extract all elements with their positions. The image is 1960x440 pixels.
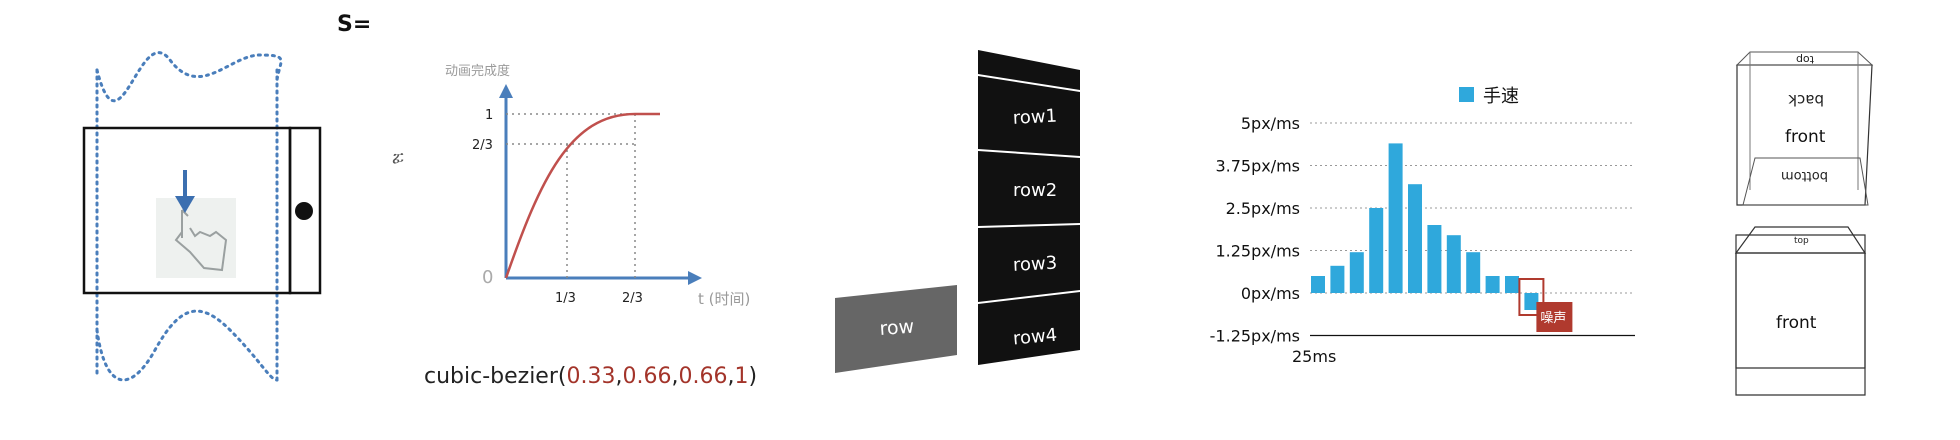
speed-bar (1311, 276, 1325, 293)
y-tick-label: 2.5px/ms (1226, 199, 1300, 218)
hand-speed-chart: 5px/ms 3.75px/ms 2.5px/ms 1.25px/ms 0px/ms -1… (1210, 86, 1635, 366)
face-bottom-label: bottom (1781, 168, 1828, 183)
chart-legend: 手速 (1459, 86, 1519, 107)
closed-cube: top front (1734, 226, 1867, 396)
single-row-plane (835, 285, 957, 373)
caption-value-3: 0.66 (678, 364, 728, 389)
svg-text:row1: row1 (1012, 106, 1057, 129)
speed-bar (1408, 184, 1422, 293)
caption-value-2: 0.66 (622, 364, 672, 389)
bezier-graph: 动画完成度 1 2/3 0 1/3 2/3 t (时间) (445, 63, 750, 308)
legend-label: 手速 (1483, 86, 1519, 107)
speed-bar (1388, 143, 1403, 293)
speed-bar (1524, 293, 1539, 310)
y-tick-0: 0 (482, 267, 493, 288)
caption-suffix: ) (748, 364, 758, 389)
speed-bar (1349, 252, 1364, 293)
swipe-down-arrow-icon (175, 170, 195, 213)
row-2-plane: row2 (978, 151, 1080, 226)
speed-bar (1485, 276, 1500, 293)
speed-bar (1427, 225, 1442, 293)
bezier-y-axis-label: 动画完成度 (445, 63, 510, 79)
caption-value-1: 0.33 (566, 364, 616, 389)
speed-bar (1369, 208, 1384, 293)
bezier-y-axis-arrow (499, 84, 513, 98)
noise-highlight-box (1518, 278, 1545, 316)
closed-front-label: front (1776, 313, 1817, 333)
single-row-label: row (879, 316, 915, 340)
scrollbar-frame (288, 126, 322, 295)
closed-top-label: top (1794, 236, 1809, 246)
row-3-plane: row3 (978, 225, 1080, 302)
bezier-caption: cubic-bezier(0.33,0.66,0.66,1) (424, 364, 758, 389)
noise-annotation: 噪声 (1518, 278, 1573, 332)
face-top-label: top (1796, 53, 1814, 66)
chart-bars (1311, 143, 1539, 310)
noise-tag-label: 噪声 (1540, 311, 1566, 326)
row-1-plane: row1 (978, 76, 1080, 156)
speed-bar (1330, 265, 1345, 293)
scroll-diagram (82, 51, 322, 382)
row-4-plane: row4 (978, 292, 1080, 365)
speed-bar (1505, 276, 1519, 293)
legend-swatch (1459, 87, 1474, 102)
s-equals-label: S= (337, 12, 372, 37)
speed-bar (1446, 235, 1461, 293)
y-tick-1: 1 (485, 108, 493, 123)
bezier-x-axis-arrow (688, 271, 702, 285)
y-tick-label: 5px/ms (1241, 114, 1300, 133)
rows-3d-diagram: row row1 row2 row3 row4 (835, 50, 1080, 373)
x-tick-2-3: 2/3 (622, 291, 643, 306)
caption-prefix: cubic-bezier( (424, 364, 567, 389)
y-tick-label: 3.75px/ms (1215, 157, 1300, 176)
scroll-content-bottom-wave (95, 309, 279, 382)
y-tick-label: -1.25px/ms (1210, 327, 1300, 346)
caption-value-4: 1 (734, 364, 749, 389)
noise-tag (1536, 302, 1573, 332)
open-cube: top back front bottom (1735, 51, 1874, 206)
svg-text:row2: row2 (1013, 180, 1057, 201)
rows-stack-top (978, 50, 1080, 90)
chart-y-ticks: 5px/ms 3.75px/ms 2.5px/ms 1.25px/ms 0px/ms -1… (1210, 114, 1300, 346)
scroll-content-outline (95, 51, 283, 103)
y-tick-label: 0px/ms (1241, 284, 1300, 303)
scrollbar-thumb-dot (295, 202, 313, 220)
face-back-label: back (1788, 91, 1824, 109)
stray-mark: ፚ (392, 150, 404, 167)
speed-bar (1466, 252, 1481, 293)
x-tick-1-3: 1/3 (555, 291, 576, 306)
bezier-curve (504, 112, 660, 279)
chart-grid (1310, 122, 1635, 337)
bezier-x-axis-label: t (时间) (698, 290, 750, 308)
swipe-hand-icon (156, 198, 236, 278)
svg-text:row3: row3 (1012, 253, 1057, 276)
face-front-label: front (1785, 127, 1826, 147)
y-tick-2-3: 2/3 (472, 138, 493, 153)
x-tick-25ms: 25ms (1292, 347, 1336, 366)
css-cube-diagram: top back front bottom top front (1734, 51, 1874, 396)
svg-text:row4: row4 (1012, 325, 1058, 350)
y-tick-label: 1.25px/ms (1215, 242, 1300, 261)
